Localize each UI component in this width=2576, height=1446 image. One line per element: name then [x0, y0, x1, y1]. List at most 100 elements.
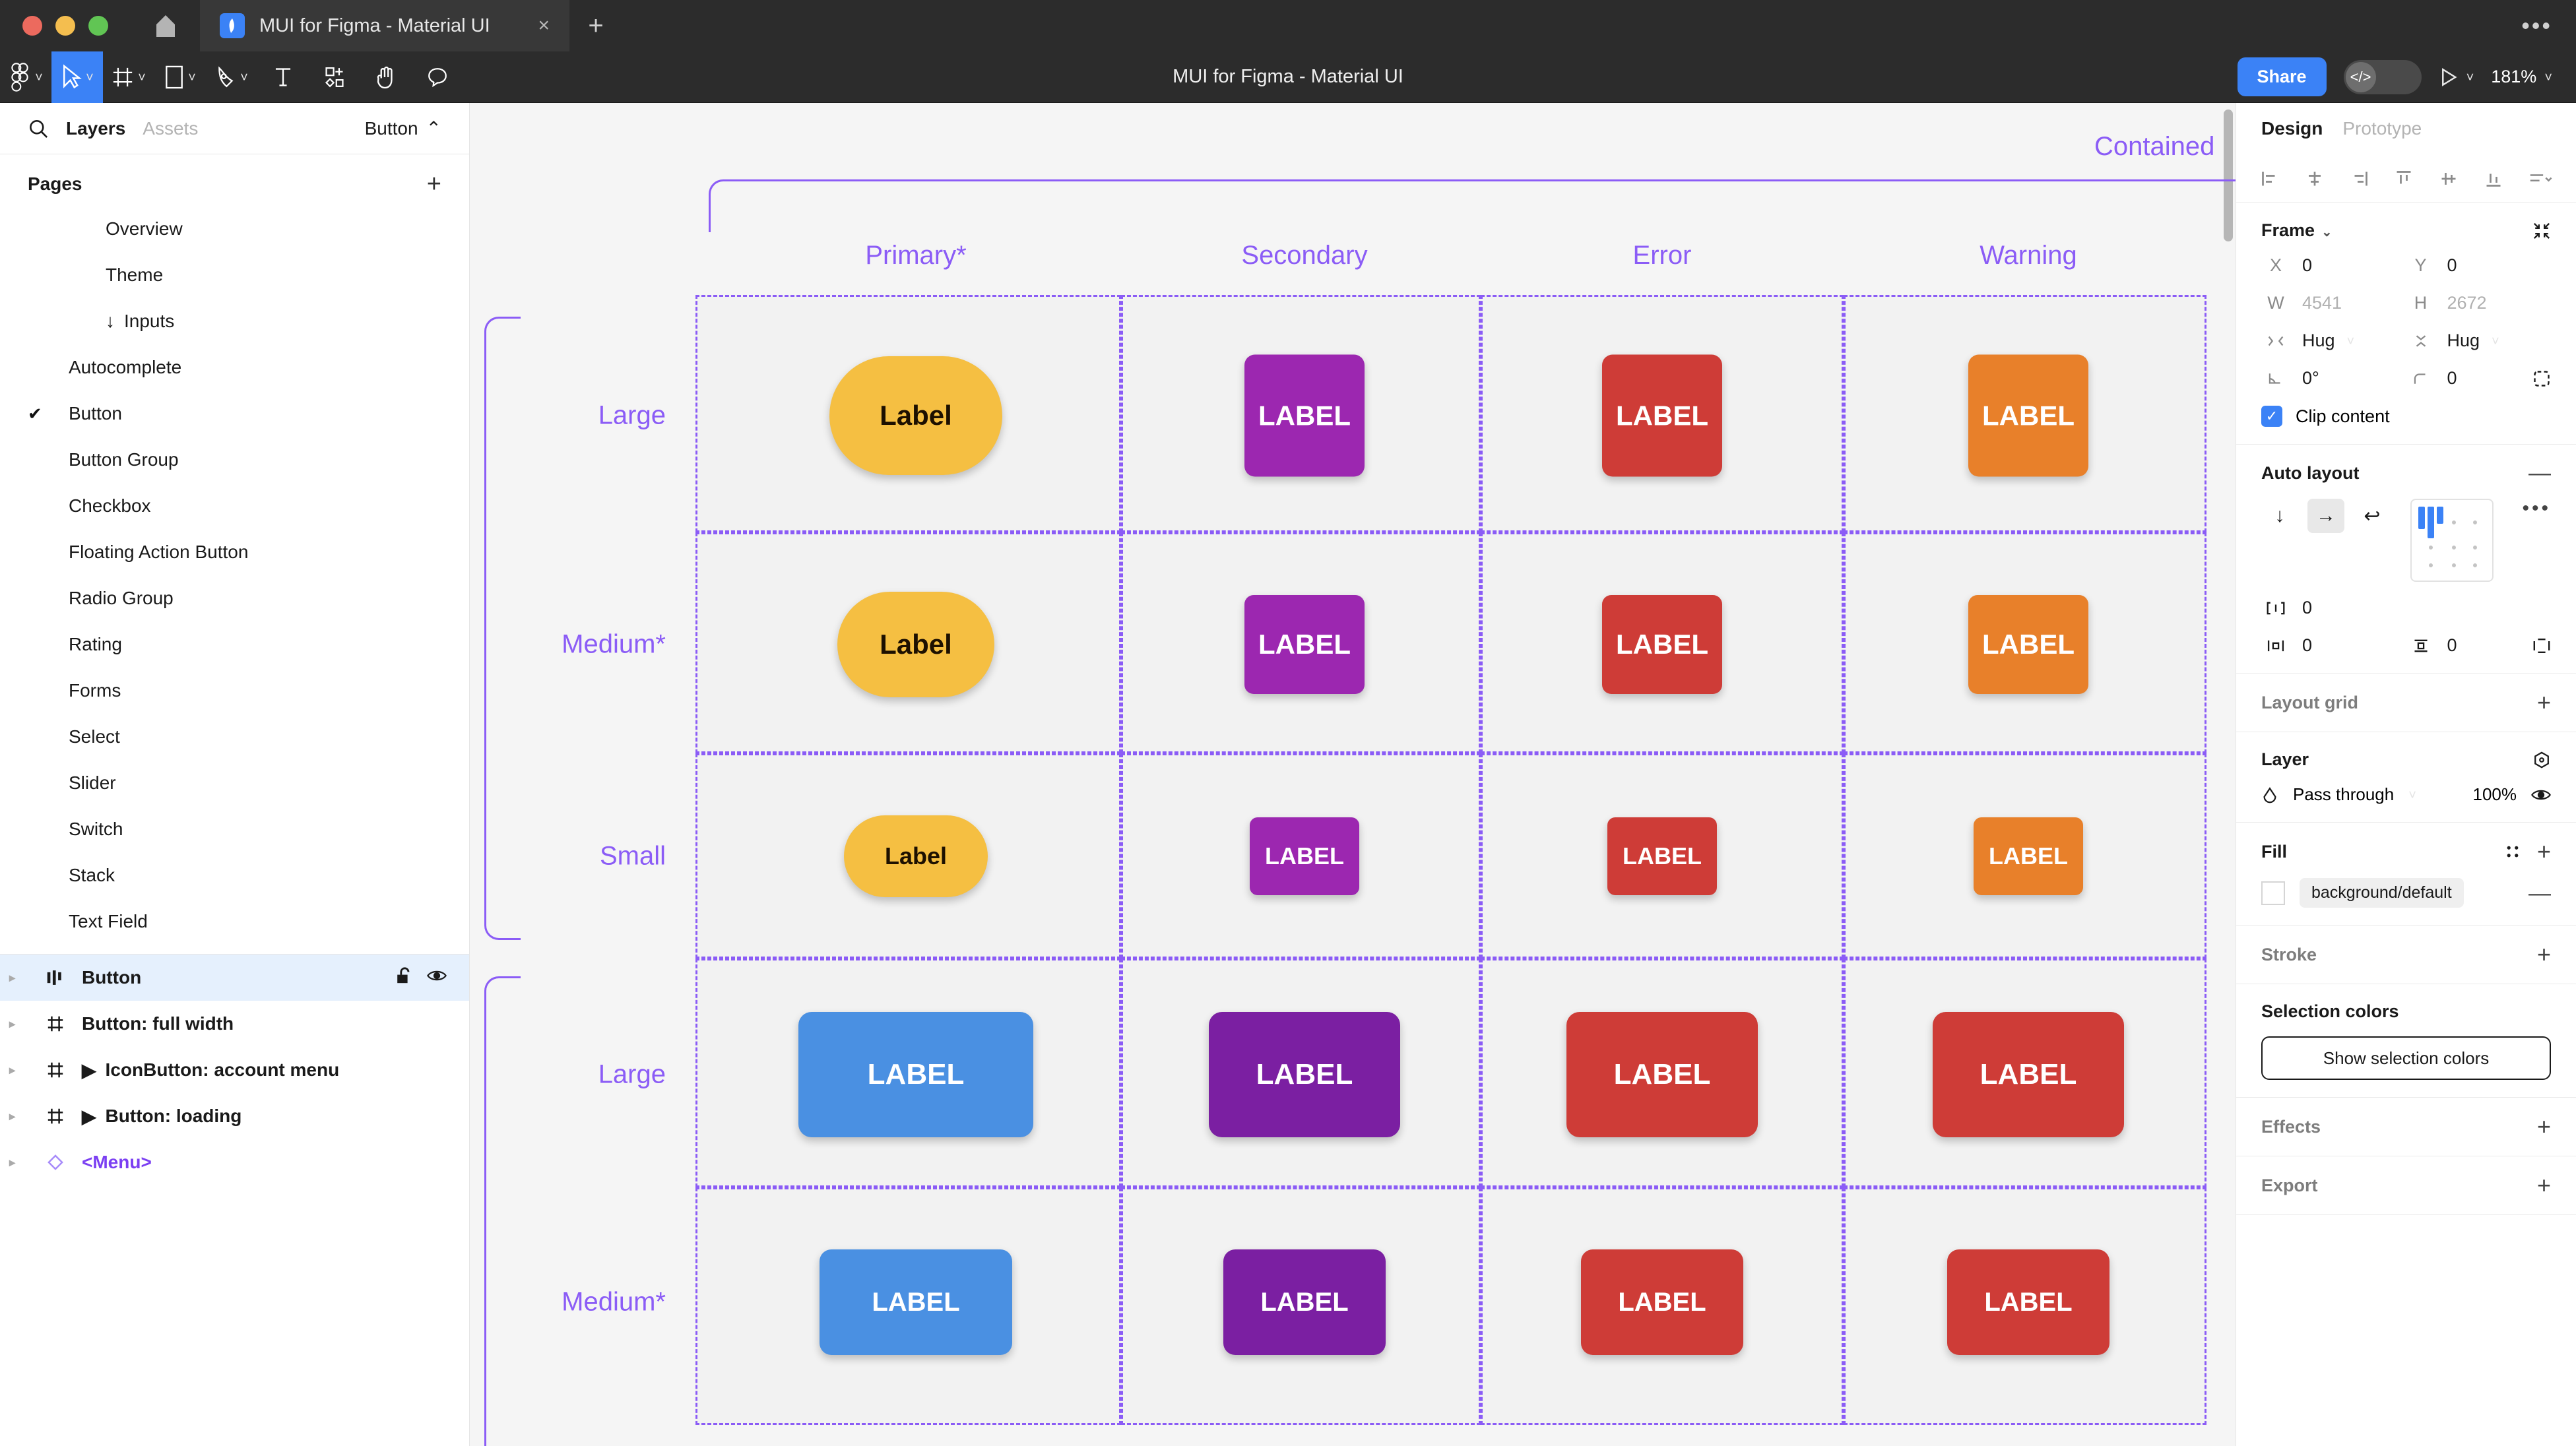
disclosure-triangle-icon[interactable]: ▸: [9, 1109, 16, 1123]
align-right-icon[interactable]: [2350, 169, 2369, 189]
align-dot[interactable]: [2452, 520, 2456, 524]
page-item-overview[interactable]: Overview: [0, 206, 469, 252]
align-vertical-center-icon[interactable]: [2439, 169, 2459, 189]
width-field[interactable]: W 4541: [2261, 293, 2406, 313]
close-icon[interactable]: ×: [538, 15, 550, 36]
hand-tool-icon[interactable]: [360, 51, 412, 103]
preview-button[interactable]: LABEL: [1607, 817, 1717, 895]
clip-content-row[interactable]: ✓ Clip content: [2261, 406, 2551, 427]
add-page-button[interactable]: +: [426, 170, 441, 198]
page-item-radio-group[interactable]: Radio Group: [0, 575, 469, 621]
y-position-field[interactable]: Y 0: [2406, 255, 2552, 276]
individual-padding-icon[interactable]: [2532, 637, 2551, 654]
align-dot[interactable]: [2429, 563, 2433, 567]
resources-tool-icon[interactable]: [309, 51, 360, 103]
collapse-frame-icon[interactable]: [2532, 222, 2551, 240]
page-item-slider[interactable]: Slider: [0, 760, 469, 806]
vertical-padding-field[interactable]: 0: [2406, 635, 2552, 656]
page-item-autocomplete[interactable]: Autocomplete: [0, 344, 469, 391]
expand-arrow-icon[interactable]: ▶: [82, 1106, 96, 1127]
opacity-value[interactable]: 100%: [2472, 784, 2517, 804]
distribute-menu-icon[interactable]: [2528, 169, 2552, 189]
new-tab-button[interactable]: +: [588, 11, 604, 40]
rotation-field[interactable]: 0°: [2261, 368, 2406, 389]
disclosure-triangle-icon[interactable]: ▸: [9, 1063, 16, 1077]
preview-button[interactable]: LABEL: [1244, 354, 1365, 477]
move-tool-icon[interactable]: ˅: [51, 51, 103, 103]
align-dot[interactable]: [2473, 520, 2477, 524]
layer-row[interactable]: ▸Button: full width: [0, 1001, 469, 1047]
remove-auto-layout-button[interactable]: —: [2528, 460, 2551, 486]
preview-button[interactable]: LABEL: [1974, 817, 2083, 895]
align-dot[interactable]: [2429, 545, 2433, 550]
tab-assets[interactable]: Assets: [143, 117, 199, 139]
chevron-down-icon[interactable]: ⌄: [2321, 225, 2333, 239]
add-effect-button[interactable]: +: [2536, 1113, 2551, 1140]
align-top-icon[interactable]: [2394, 169, 2414, 189]
preview-button[interactable]: LABEL: [1602, 354, 1722, 477]
home-icon[interactable]: [131, 0, 200, 51]
page-item-switch[interactable]: Switch: [0, 806, 469, 852]
maximize-window-button[interactable]: [88, 16, 108, 36]
visibility-eye-icon[interactable]: [427, 967, 447, 988]
vertical-resizing-field[interactable]: Hug ˅: [2406, 330, 2552, 351]
blend-mode-row[interactable]: Pass through ˅ 100%: [2261, 784, 2551, 805]
shape-tool-icon[interactable]: ˅: [154, 51, 206, 103]
direction-vertical-button[interactable]: ↓: [2274, 505, 2285, 526]
preview-button[interactable]: Label: [829, 356, 1002, 475]
preview-button[interactable]: LABEL: [1947, 1249, 2109, 1355]
preview-button[interactable]: LABEL: [1968, 595, 2088, 694]
unlock-icon[interactable]: [395, 966, 412, 990]
add-fill-button[interactable]: +: [2536, 838, 2551, 865]
tab-layers[interactable]: Layers: [66, 117, 126, 139]
preview-button[interactable]: LABEL: [1968, 354, 2088, 477]
auto-layout-alignment-pad[interactable]: [2410, 499, 2494, 582]
present-button[interactable]: ˅: [2439, 67, 2474, 88]
remove-fill-button[interactable]: —: [2528, 880, 2551, 906]
preview-button[interactable]: LABEL: [1250, 817, 1359, 895]
align-bottom-icon[interactable]: [2484, 169, 2503, 189]
preview-button[interactable]: LABEL: [1209, 1012, 1400, 1137]
item-spacing-field[interactable]: 0: [2261, 598, 2406, 618]
layer-row[interactable]: ▸▶IconButton: account menu: [0, 1047, 469, 1093]
show-selection-colors-button[interactable]: Show selection colors: [2261, 1036, 2551, 1080]
preview-button[interactable]: LABEL: [820, 1249, 1012, 1355]
page-item-forms[interactable]: Forms: [0, 668, 469, 714]
add-layout-grid-button[interactable]: +: [2536, 689, 2551, 716]
page-item-rating[interactable]: Rating: [0, 621, 469, 668]
x-position-field[interactable]: X 0: [2261, 255, 2406, 276]
layer-row[interactable]: ▸<Menu>: [0, 1139, 469, 1185]
page-item-button-group[interactable]: Button Group: [0, 437, 469, 483]
page-item-button[interactable]: ✔Button: [0, 391, 469, 437]
tab-design[interactable]: Design: [2261, 118, 2323, 139]
preview-button[interactable]: Label: [837, 592, 994, 697]
page-selector[interactable]: Button ⌃: [365, 117, 441, 139]
fill-styles-icon[interactable]: [2504, 843, 2521, 860]
horizontal-padding-field[interactable]: 0: [2261, 635, 2406, 656]
disclosure-triangle-icon[interactable]: ▸: [9, 970, 16, 984]
add-stroke-button[interactable]: +: [2536, 941, 2551, 968]
independent-corners-icon[interactable]: [2532, 369, 2551, 388]
layer-row[interactable]: ▸Button: [0, 955, 469, 1001]
align-dot[interactable]: [2473, 563, 2477, 567]
frame-tool-icon[interactable]: ˅: [103, 51, 154, 103]
share-button[interactable]: Share: [2237, 57, 2327, 96]
search-icon[interactable]: [28, 118, 49, 139]
text-tool-icon[interactable]: [257, 51, 309, 103]
clip-content-checkbox[interactable]: ✓: [2261, 406, 2282, 427]
fill-color-swatch[interactable]: [2261, 881, 2285, 905]
visibility-eye-icon[interactable]: [2531, 787, 2551, 803]
canvas-scrollbar[interactable]: [2224, 110, 2233, 241]
expand-arrow-icon[interactable]: ▶: [82, 1059, 96, 1081]
close-window-button[interactable]: [22, 16, 42, 36]
page-item-floating-action-button[interactable]: Floating Action Button: [0, 529, 469, 575]
page-item-text-field[interactable]: Text Field: [0, 898, 469, 945]
corner-radius-field[interactable]: 0: [2406, 368, 2552, 389]
horizontal-resizing-field[interactable]: Hug ˅: [2261, 330, 2406, 351]
disclosure-triangle-icon[interactable]: ▸: [9, 1155, 16, 1169]
window-overflow-menu[interactable]: •••: [2521, 12, 2552, 39]
pen-tool-icon[interactable]: ˅: [206, 51, 257, 103]
add-export-button[interactable]: +: [2536, 1172, 2551, 1199]
preview-button[interactable]: LABEL: [1933, 1012, 2124, 1137]
